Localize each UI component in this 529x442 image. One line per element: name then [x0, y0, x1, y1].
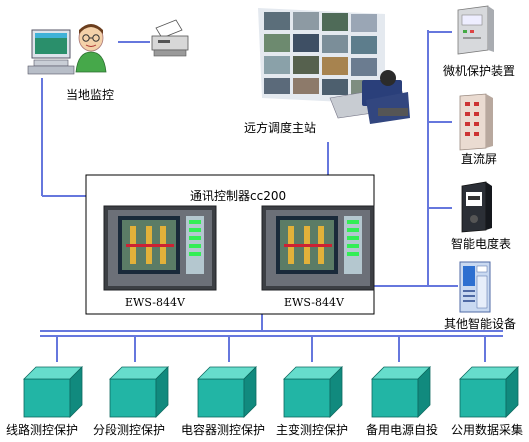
ews-right-label: EWS-844V: [284, 296, 344, 309]
local-monitor-label: 当地监控: [66, 88, 115, 102]
remote-station-label: 远方调度主站: [244, 121, 317, 135]
device-cube-icon: [459, 366, 519, 418]
bottom-device-label: 电容器测控保护: [181, 423, 266, 437]
device-cube-icon: [197, 366, 257, 418]
dispatcher-desk-icon: [329, 70, 410, 124]
local-monitor-computer-icon: [27, 29, 75, 75]
bottom-device-cubes: [23, 366, 519, 418]
other-devices-label: 其他智能设备: [444, 317, 517, 331]
device-cube-icon: [109, 366, 169, 418]
connection-lines: [40, 30, 503, 362]
bottom-device-label: 备用电源自投: [366, 423, 439, 437]
bottom-device-label: 主变测控保护: [276, 423, 349, 437]
bottom-device-label: 分段测控保护: [93, 423, 166, 437]
smart-meter-label: 智能电度表: [451, 237, 512, 251]
video-wall-icon: [258, 8, 385, 104]
ews-left-panel-icon: [103, 205, 217, 291]
device-cube-icon: [371, 366, 431, 418]
device-cube-icon: [283, 366, 343, 418]
ews-right-panel-icon: [261, 205, 375, 291]
smart-meter-icon: [461, 181, 492, 233]
operator-person-icon: [75, 24, 107, 73]
bottom-device-label: 公用数据采集: [451, 423, 524, 437]
dc-screen-label: 直流屏: [461, 152, 498, 166]
printer-icon: [151, 19, 189, 57]
dc-screen-cabinet-icon: [459, 93, 493, 151]
other-smart-device-icon: [459, 261, 491, 313]
device-cube-icon: [23, 366, 83, 418]
ews-left-label: EWS-844V: [125, 296, 185, 309]
comm-controller-label: 通讯控制器cc200: [190, 189, 287, 203]
micro-protection-label: 微机保护装置: [443, 64, 516, 78]
bottom-device-label: 线路测控保护: [6, 423, 79, 437]
micro-protection-device-icon: [457, 5, 494, 55]
